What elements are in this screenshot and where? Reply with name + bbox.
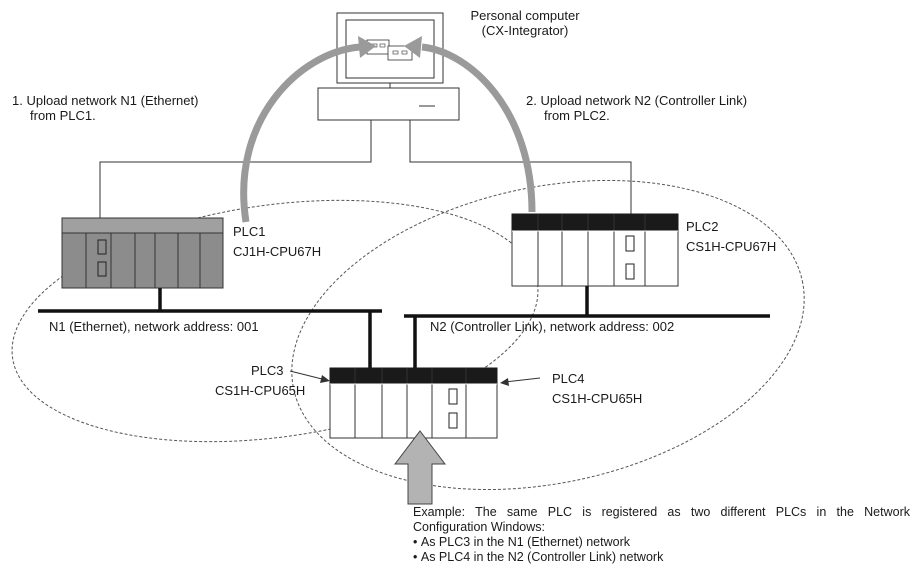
plc2-id: PLC2 xyxy=(686,219,776,234)
computer-label-line1: Personal computer xyxy=(460,8,590,23)
plc3-id: PLC3 xyxy=(215,363,305,378)
step-1-line2: from PLC1. xyxy=(12,108,198,123)
highlight-arrow xyxy=(395,431,445,504)
computer-label-line2: (CX-Integrator) xyxy=(460,23,590,38)
example-bullet: As PLC4 in the N2 (Controller Link) netw… xyxy=(413,550,910,565)
step-2-line1: 2. Upload network N2 (Controller Link) xyxy=(526,93,747,108)
example-bullet: As PLC3 in the N1 (Ethernet) network xyxy=(413,535,910,550)
plc4-id: PLC4 xyxy=(552,371,642,386)
example-note: Example: The same PLC is registered as t… xyxy=(413,505,910,565)
plc4-label: PLC4 CS1H-CPU65H xyxy=(552,371,642,406)
plc1-rack xyxy=(62,218,223,288)
example-bullet-list: As PLC3 in the N1 (Ethernet) network As … xyxy=(413,535,910,565)
plc1-id: PLC1 xyxy=(233,224,321,239)
plc4-model: CS1H-CPU65H xyxy=(552,391,642,406)
example-line2: Configuration Windows: xyxy=(413,520,910,535)
step-1-line1: 1. Upload network N1 (Ethernet) xyxy=(12,93,198,108)
step-1-label: 1. Upload network N1 (Ethernet) from PLC… xyxy=(12,93,198,123)
plc4-pointer xyxy=(500,378,540,386)
personal-computer-icon xyxy=(318,13,459,120)
step-2-label: 2. Upload network N2 (Controller Link) f… xyxy=(526,93,747,123)
plc1-model: CJ1H-CPU67H xyxy=(233,244,321,259)
plc3-model: CS1H-CPU65H xyxy=(215,383,305,398)
computer-label: Personal computer (CX-Integrator) xyxy=(460,8,590,38)
example-line1: Example: The same PLC is registered as t… xyxy=(413,505,910,520)
network-n2-label: N2 (Controller Link), network address: 0… xyxy=(430,319,674,334)
plc3-plc4-rack xyxy=(330,368,497,438)
plc2-label: PLC2 CS1H-CPU67H xyxy=(686,219,776,254)
step-2-line2: from PLC2. xyxy=(526,108,747,123)
plc2-model: CS1H-CPU67H xyxy=(686,239,776,254)
network-n2-boundary xyxy=(263,136,833,534)
plc3-label: PLC3 CS1H-CPU65H xyxy=(215,363,305,398)
plc1-label: PLC1 CJ1H-CPU67H xyxy=(233,224,321,259)
network-n1-label: N1 (Ethernet), network address: 001 xyxy=(49,319,259,334)
plc2-rack xyxy=(512,214,678,286)
pc-to-plc1-cable xyxy=(100,120,371,220)
